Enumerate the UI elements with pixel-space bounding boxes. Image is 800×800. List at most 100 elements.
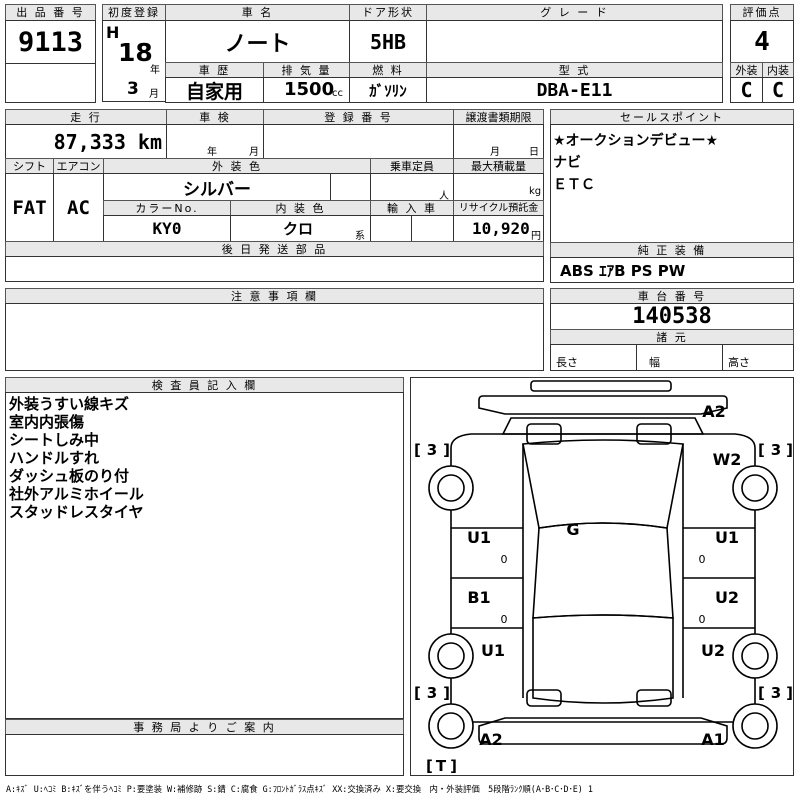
notes-header: 注 意 事 項 欄 [5, 288, 544, 304]
inspection-header: 車 検 [166, 109, 264, 125]
mark-rear-bumper-right: A1 [701, 730, 725, 749]
insp-month-unit: 月 [249, 147, 259, 158]
recycle-fee: 10,920 [472, 219, 530, 238]
front-grille-shape [530, 380, 672, 392]
svg-text:]: ] [786, 684, 793, 702]
int-color-header: 内 装 色 [230, 200, 371, 216]
recycle-header: リサイクル預託金 [453, 200, 544, 216]
sales-point-item: ＥＴＣ [553, 177, 595, 193]
sales-point-item: ナビ [553, 155, 581, 171]
reg-month: 3 [127, 79, 139, 99]
legend-footer: A:ｷｽﾞ U:ﾍｺﾐ B:ｷｽﾞを伴うﾍｺﾐ P:要塗装 W:補修跡 S:錆 … [6, 784, 593, 794]
int-header: 内装 [762, 62, 794, 78]
height-label: 高さ [728, 356, 750, 369]
mileage: 87,333 km [5, 124, 167, 159]
mark-roof: G [566, 520, 579, 539]
rear-bumper-shape [478, 717, 728, 745]
sales-point-list: ★オークションデビュー★ ナビ ＥＴＣ [553, 130, 718, 196]
car-name: ノート [165, 20, 350, 63]
svg-text:]: ] [443, 441, 450, 459]
office-cell [5, 734, 404, 776]
insp-year-unit: 年 [207, 147, 217, 158]
inspector-note: スタッドレスタイヤ [9, 503, 144, 521]
height-cell: 高さ [722, 344, 794, 371]
import-cell-a [370, 215, 412, 242]
aircon-header: エアコン [53, 158, 104, 174]
specs-header: 諸 元 [550, 329, 794, 345]
displacement: 1500 [284, 79, 335, 100]
genuine-header: 純 正 装 備 [550, 242, 794, 258]
score: 4 [730, 20, 794, 63]
int-color-unit: 系 [355, 231, 365, 242]
import-header: 輸 入 車 [370, 200, 454, 216]
later-parts-cell [5, 256, 544, 282]
transfer-doc-header: 譲渡書類期限 [453, 109, 544, 125]
sales-point-box: ★オークションデビュー★ ナビ ＥＴＣ [550, 124, 794, 243]
tire-tr-score: 3 [771, 441, 781, 459]
door-header: ドア形状 [349, 4, 427, 21]
car-diagram-svg: [ 3 ] [ 3 ] [ 3 ] [ 3 ] [ T ] A2 W2 G U1… [414, 380, 793, 775]
inspector-notes-box: 外装うすい線キズ 室内内張傷 シートしみ中 ハンドルすれ ダッシュ板のり付 社外… [5, 392, 404, 719]
svg-text:0: 0 [501, 553, 508, 566]
later-parts-header: 後 日 発 送 部 品 [5, 241, 544, 257]
ext-color-blank [330, 173, 371, 201]
svg-text:]: ] [450, 757, 457, 775]
notes-cell [5, 303, 544, 371]
inspector-note: 室内内張傷 [9, 413, 85, 431]
mark-right-front-door: U1 [715, 528, 739, 547]
office-header: 事 務 局 よ り ご 案 内 [5, 719, 404, 735]
inspector-note: 外装うすい線キズ [9, 395, 130, 413]
sales-point-header: セールスポイント [550, 109, 794, 125]
color-no-header: カラーNo. [103, 200, 231, 216]
ext-color-header: 外 装 色 [103, 158, 371, 174]
import-cell-b [411, 215, 454, 242]
year-unit: 年 [150, 65, 160, 76]
ext-header: 外装 [730, 62, 763, 78]
length-label: 長さ [556, 356, 578, 369]
shift: FAT [5, 173, 54, 242]
load-cell: kg [453, 173, 544, 201]
svg-text:[: [ [758, 441, 765, 459]
reg-no-cell [263, 124, 454, 159]
history: 自家用 [165, 77, 264, 103]
mark-right-front-wheel: W2 [713, 450, 742, 469]
chassis-header: 車 台 番 号 [550, 288, 794, 304]
cc-unit: cc [332, 88, 343, 99]
reg-no-header: 登 録 番 号 [263, 109, 454, 125]
lot-blank-cell [5, 63, 96, 103]
lot-number: 9113 [5, 20, 96, 64]
month-unit: 月 [149, 89, 159, 100]
width-label: 幅 [649, 356, 660, 369]
int-color: クロ [283, 220, 314, 238]
tire-tl-score: 3 [427, 441, 437, 459]
svg-text:]: ] [786, 441, 793, 459]
roof-shape [532, 522, 674, 619]
inspector-note: ダッシュ板のり付 [9, 467, 130, 485]
svg-text:0: 0 [699, 613, 706, 626]
inspection-cell: 年 月 [166, 124, 264, 159]
car-name-header: 車 名 [165, 4, 350, 21]
inspector-note: 社外アルミホイール [9, 485, 144, 503]
first-reg-cell: H 18 年 3 月 [102, 20, 166, 102]
chassis-number: 140538 [550, 303, 794, 330]
model-code-header: 型 式 [426, 62, 723, 78]
svg-text:[: [ [414, 441, 421, 459]
recycle-cell: 10,920 円 [453, 215, 544, 242]
lot-number-header: 出 品 番 号 [5, 4, 96, 21]
displacement-cell: 1500 cc [263, 77, 350, 103]
int-score: C [762, 77, 794, 103]
sales-point-item: ★オークションデビュー★ [553, 133, 719, 149]
grade [426, 20, 723, 63]
door-type: 5HB [349, 20, 427, 63]
transfer-doc-cell: 月 日 [453, 124, 544, 159]
color-no: KY0 [103, 215, 231, 242]
transfer-day-unit: 日 [529, 147, 539, 158]
mark-left-rear-door: B1 [467, 588, 490, 607]
inspector-header: 検 査 員 記 入 欄 [5, 377, 404, 393]
spare-tire-score: T [436, 757, 447, 775]
svg-text:[: [ [414, 684, 421, 702]
mark-left-quarter: U1 [481, 641, 505, 660]
load-unit: kg [529, 186, 542, 197]
svg-text:0: 0 [501, 613, 508, 626]
grade-header: グ レ ー ド [426, 4, 723, 21]
